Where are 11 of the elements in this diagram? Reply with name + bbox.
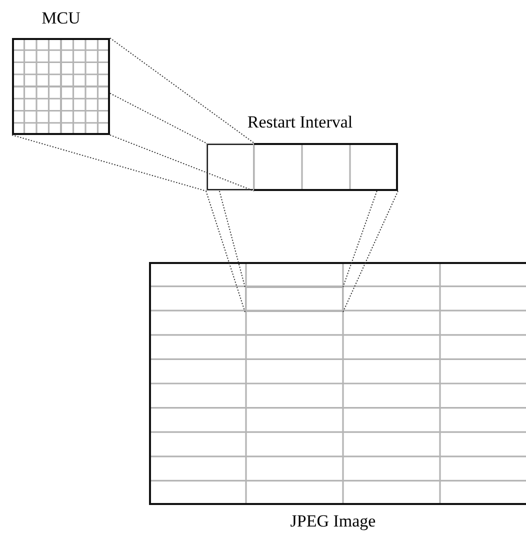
projection-line bbox=[110, 38, 254, 144]
projection-line bbox=[110, 134, 254, 192]
jpeg-image-label: JPEG Image bbox=[290, 512, 376, 530]
projection-line bbox=[206, 190, 246, 312]
projection-line bbox=[342, 190, 398, 312]
projection-line bbox=[12, 134, 206, 192]
projection-line bbox=[110, 92, 206, 144]
projection-line bbox=[342, 190, 378, 288]
projection-line bbox=[218, 190, 246, 288]
mcu-label: MCU bbox=[42, 10, 80, 26]
restart-interval-label: Restart Interval bbox=[247, 114, 353, 130]
